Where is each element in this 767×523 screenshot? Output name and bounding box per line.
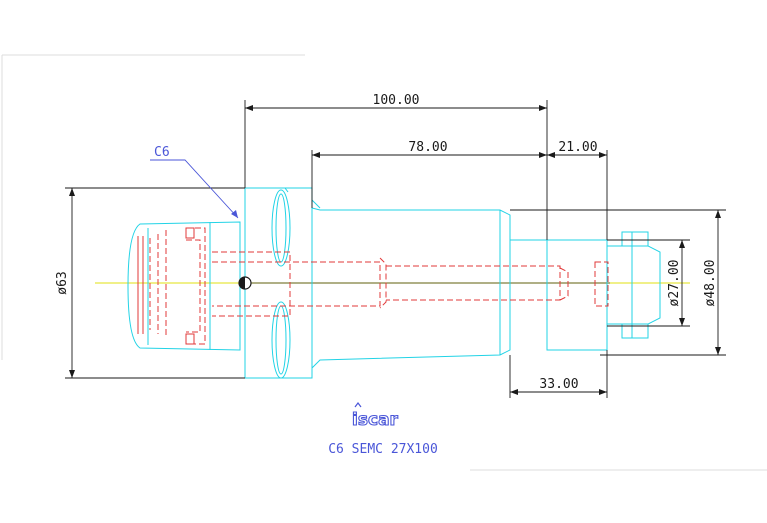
dim-body-diameter: ø48.00 xyxy=(703,260,718,307)
callout xyxy=(150,159,239,219)
dimension-lines xyxy=(65,100,726,398)
dim-extension-length: 33.00 xyxy=(539,377,578,392)
hidden-solid xyxy=(137,227,195,345)
dimension-arrows xyxy=(69,105,721,395)
dim-shank-diameter: ø27.00 xyxy=(667,260,682,307)
dim-body-length: 78.00 xyxy=(408,140,447,155)
caption: C6 SEMC 27X100 xyxy=(328,442,438,457)
logo-text: iscar xyxy=(352,410,398,430)
dim-flange-diameter: ø63 xyxy=(55,271,70,294)
datum-point-icon xyxy=(238,276,252,290)
callout-label: C6 xyxy=(154,145,170,160)
dim-shank-length: 21.00 xyxy=(558,140,597,155)
callout-arrow xyxy=(231,210,238,218)
dim-overall-length: 100.00 xyxy=(373,93,420,108)
sheet-frame xyxy=(1,54,767,471)
iscar-logo: iscar xyxy=(352,402,399,431)
hidden-lines xyxy=(149,227,609,345)
